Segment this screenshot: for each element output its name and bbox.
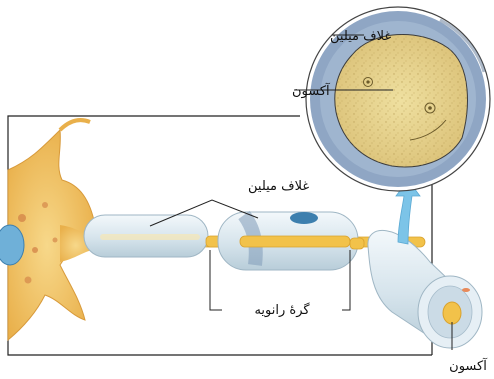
label-myelin-sheath-top: غلاف میلین bbox=[330, 29, 391, 44]
leader-nodes-ranvier bbox=[210, 250, 222, 310]
myelin-segment-1 bbox=[84, 215, 208, 257]
label-axon-top: آکسون bbox=[292, 82, 331, 99]
label-axon-bottom: آکسون bbox=[449, 357, 488, 374]
node-of-ranvier-2 bbox=[350, 238, 364, 249]
myelin-segment-2-cutaway bbox=[218, 212, 358, 270]
axon-cross-small bbox=[443, 302, 461, 324]
label-nodes-of-ranvier: گرهٔ رانویه bbox=[254, 302, 310, 318]
nucleus bbox=[0, 225, 24, 265]
myelin-segment-3 bbox=[368, 230, 482, 348]
neuron-cell-body bbox=[8, 120, 95, 340]
label-myelin-sheath-middle: غلاف میلین bbox=[248, 179, 309, 194]
